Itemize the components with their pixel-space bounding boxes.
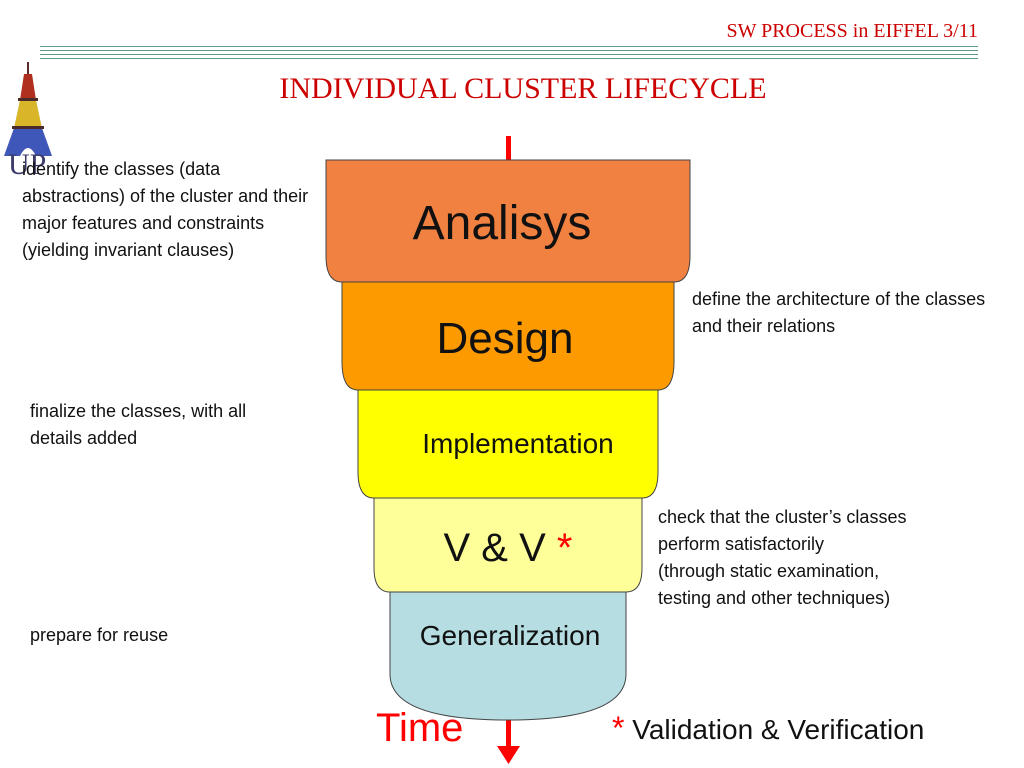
vv-asterisk: *: [556, 526, 573, 570]
generalization-description: prepare for reuse: [30, 625, 169, 645]
stage-generalization-shape: [389, 591, 627, 721]
stage-analysis-label: Analisys: [412, 197, 592, 250]
time-arrow-head: [497, 746, 520, 764]
stage-analysis-shape: [325, 159, 691, 283]
stage-design-shape: [341, 281, 675, 391]
stage-vv-label: V & V *: [374, 526, 642, 571]
stage-implementation-shape: [357, 389, 659, 499]
stage-design-label: Design: [436, 314, 574, 363]
stage-vv-shape: [373, 497, 643, 593]
logo-text: UP: [8, 148, 46, 180]
stage-generalization-label: Generalization: [419, 620, 601, 651]
header-rule: [40, 58, 978, 59]
footnote: * Validation & Verification: [612, 710, 924, 747]
vv-description-line: perform satisfactorily: [658, 534, 825, 554]
vv-description-line: check that the cluster’s classes: [658, 507, 907, 527]
vv-description-line: testing and other techniques): [658, 588, 891, 608]
time-label: Time: [376, 706, 464, 750]
footnote-text: Validation & Verification: [632, 714, 925, 745]
time-axis-line: [506, 714, 511, 748]
header-rule: [40, 54, 978, 55]
header-title: SW PROCESS in EIFFEL 3/11: [726, 20, 978, 42]
time-axis-start: [506, 136, 511, 160]
vv-description-line: (through static examination,: [658, 561, 880, 581]
header-rule: [40, 50, 978, 51]
implementation-description: finalize the classes, with all details a…: [30, 401, 247, 448]
eiffel-logo: UP: [4, 62, 52, 180]
stage-implementation-label: Implementation: [422, 428, 614, 459]
analysis-description: identify the classes (data abstractions)…: [22, 159, 309, 260]
vv-description: check that the cluster’s classes perform…: [658, 504, 998, 612]
stage-vv-text: V & V: [443, 526, 546, 570]
header-rule: [40, 46, 978, 47]
design-description: define the architecture of the classes a…: [692, 289, 986, 336]
slide-title: INDIVIDUAL CLUSTER LIFECYCLE: [279, 72, 767, 105]
footnote-asterisk: *: [612, 710, 625, 746]
